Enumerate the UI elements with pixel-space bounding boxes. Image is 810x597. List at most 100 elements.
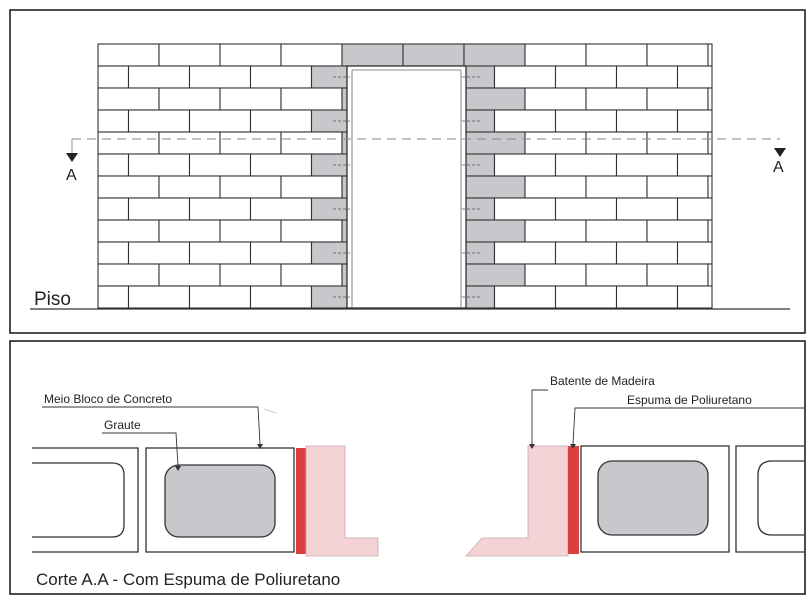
concrete-block (524, 43, 587, 67)
concrete-block (554, 285, 618, 309)
concrete-block (646, 263, 709, 287)
wall-elevation: A A Piso (30, 43, 790, 310)
concrete-block (158, 219, 221, 243)
door-opening (346, 65, 467, 309)
concrete-block (493, 65, 557, 89)
concrete-block (524, 87, 587, 111)
concrete-block (707, 263, 713, 287)
concrete-block (465, 197, 496, 221)
concrete-block (127, 153, 191, 177)
polyurethane-foam-left (296, 448, 306, 554)
concrete-block (188, 65, 252, 89)
concrete-block-right-partial (735, 445, 804, 553)
concrete-block (707, 43, 713, 67)
concrete-block (524, 131, 587, 155)
concrete-block (249, 153, 313, 177)
polyurethane-foam-right (568, 446, 579, 554)
concrete-block (676, 65, 713, 89)
concrete-block (465, 153, 496, 177)
floor-label: Piso (34, 289, 71, 310)
concrete-block (219, 263, 282, 287)
concrete-block (463, 43, 526, 67)
concrete-block (97, 43, 160, 67)
concrete-block (465, 263, 526, 287)
concrete-block (707, 131, 713, 155)
concrete-block (585, 263, 648, 287)
concrete-block (465, 241, 496, 265)
frame-anchors (333, 76, 480, 298)
concrete-block (341, 263, 348, 287)
concrete-block (465, 131, 526, 155)
concrete-block (646, 87, 709, 111)
concrete-block (97, 219, 160, 243)
concrete-block (465, 219, 526, 243)
concrete-block (676, 241, 713, 265)
concrete-block (524, 219, 587, 243)
concrete-block (310, 153, 348, 177)
concrete-block (219, 175, 282, 199)
concrete-block (188, 153, 252, 177)
concrete-block (341, 175, 348, 199)
concrete-block (280, 87, 343, 111)
concrete-block (127, 241, 191, 265)
section-marker-right: A (773, 159, 784, 176)
label-wood-frame: Batente de Madeira (550, 374, 655, 388)
concrete-block (127, 285, 191, 309)
concrete-block (97, 153, 130, 177)
concrete-block (158, 43, 221, 67)
concrete-block (158, 175, 221, 199)
concrete-block (341, 87, 348, 111)
concrete-block (646, 219, 709, 243)
label-half-concrete-block: Meio Bloco de Concreto (44, 392, 172, 406)
concrete-block (280, 263, 343, 287)
concrete-block (249, 241, 313, 265)
section-arrow-right-icon (774, 148, 786, 157)
concrete-block (97, 197, 130, 221)
leader-lines (42, 389, 804, 467)
concrete-block (646, 43, 709, 67)
concrete-block (465, 65, 496, 89)
concrete-block (188, 197, 252, 221)
concrete-block (310, 197, 348, 221)
label-polyurethane-foam: Espuma de Poliuretano (627, 393, 752, 407)
concrete-block (554, 153, 618, 177)
concrete-block (493, 285, 557, 309)
concrete-block (465, 109, 496, 133)
wall-section: Meio Bloco de Concreto Graute Batente de… (32, 374, 804, 589)
concrete-block (676, 109, 713, 133)
concrete-block (646, 131, 709, 155)
concrete-block (493, 109, 557, 133)
concrete-block (219, 43, 282, 67)
concrete-block (585, 175, 648, 199)
concrete-block (280, 219, 343, 243)
concrete-block (310, 65, 348, 89)
concrete-block (280, 131, 343, 155)
concrete-block (615, 65, 679, 89)
section-marker-left: A (66, 167, 77, 184)
concrete-block (554, 65, 618, 89)
concrete-block (676, 197, 713, 221)
concrete-block (493, 153, 557, 177)
concrete-block (465, 175, 526, 199)
wood-door-frame-left (305, 445, 379, 557)
concrete-block (341, 43, 404, 67)
concrete-block (615, 109, 679, 133)
concrete-block (676, 153, 713, 177)
concrete-block (676, 285, 713, 309)
concrete-block (249, 285, 313, 309)
half-concrete-block (145, 447, 295, 553)
section-caption: Corte A.A - Com Espuma de Poliuretano (36, 570, 340, 589)
concrete-block (97, 175, 160, 199)
concrete-block (127, 197, 191, 221)
concrete-block (493, 241, 557, 265)
concrete-block (465, 285, 496, 309)
concrete-block (127, 65, 191, 89)
concrete-block (615, 197, 679, 221)
concrete-block (158, 263, 221, 287)
concrete-block (97, 87, 160, 111)
concrete-block (219, 87, 282, 111)
concrete-block (219, 131, 282, 155)
concrete-block (310, 285, 348, 309)
concrete-block (707, 219, 713, 243)
concrete-block (493, 197, 557, 221)
